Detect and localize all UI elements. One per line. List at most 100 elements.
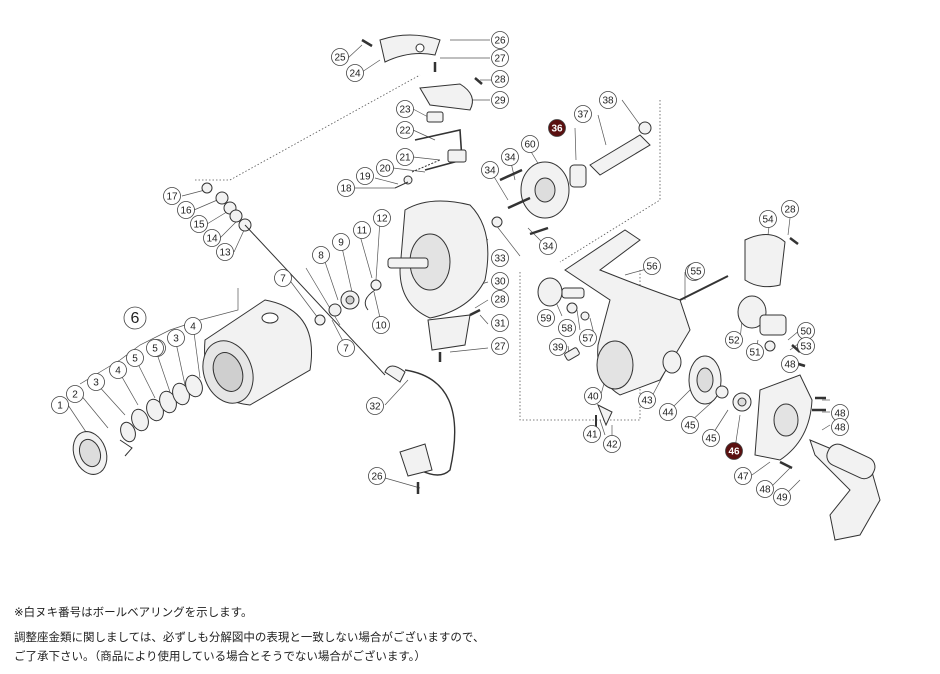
callout-circle bbox=[491, 49, 509, 67]
part-number-label: 38 bbox=[602, 96, 614, 107]
callout-p26: 26 bbox=[491, 31, 509, 49]
part-number-label: 45 bbox=[684, 421, 696, 432]
callout-circle bbox=[146, 339, 164, 357]
callout-p13: 13 bbox=[216, 243, 234, 261]
note-bearing-legend: ※白ヌキ番号はボールベアリングを示します。 bbox=[14, 605, 253, 619]
callout-circle bbox=[537, 309, 555, 327]
callout-p6: 6 bbox=[123, 306, 147, 330]
callout-p28b: 28 bbox=[491, 290, 509, 308]
callout-p17: 17 bbox=[163, 187, 181, 205]
callout-circle bbox=[167, 329, 185, 347]
callout-p30: 30 bbox=[491, 272, 509, 290]
part-number-label: 7 bbox=[343, 344, 349, 355]
callout-p27b: 27 bbox=[491, 337, 509, 355]
callout-circle bbox=[558, 319, 576, 337]
callout-p47: 47 bbox=[734, 467, 752, 485]
callout-p15: 15 bbox=[190, 215, 208, 233]
callout-circle bbox=[501, 148, 519, 166]
part-number-label: 52 bbox=[728, 336, 740, 347]
callout-p44: 44 bbox=[659, 403, 677, 421]
callout-circle bbox=[599, 91, 617, 109]
callout-circle bbox=[481, 161, 499, 179]
part-number-label: 31 bbox=[494, 319, 506, 330]
callout-circle bbox=[773, 488, 791, 506]
part-number-label: 53 bbox=[800, 342, 812, 353]
part-number-label: 8 bbox=[318, 251, 324, 262]
part-number-label: 32 bbox=[369, 402, 381, 413]
footnotes: ※白ヌキ番号はボールベアリングを示します。 調整座金類に関しましては、必ずしも分… bbox=[14, 603, 926, 666]
callout-circle bbox=[491, 290, 509, 308]
callout-circle bbox=[548, 119, 566, 137]
callout-circle bbox=[781, 355, 799, 373]
callout-p52: 52 bbox=[725, 331, 743, 349]
callout-circle bbox=[579, 329, 597, 347]
callout-circle bbox=[216, 243, 234, 261]
part-number-label: 58 bbox=[561, 324, 573, 335]
callout-circle bbox=[549, 338, 567, 356]
part-number-label: 19 bbox=[359, 172, 371, 183]
callout-circle bbox=[109, 361, 127, 379]
callout-circle bbox=[312, 246, 330, 264]
callout-circle bbox=[521, 135, 539, 153]
callout-circle bbox=[603, 435, 621, 453]
part-number-label: 2 bbox=[72, 390, 78, 401]
callout-circle bbox=[831, 418, 849, 436]
callout-p46: 46 bbox=[725, 442, 743, 460]
callout-circle bbox=[725, 331, 743, 349]
part-number-label: 16 bbox=[180, 206, 192, 217]
callout-circle bbox=[734, 467, 752, 485]
part-number-label: 10 bbox=[375, 321, 387, 332]
part-number-label: 54 bbox=[762, 215, 774, 226]
callout-p3: 3 bbox=[87, 373, 105, 391]
callout-circle bbox=[539, 237, 557, 255]
callout-circle bbox=[274, 269, 292, 287]
part-number-label: 4 bbox=[115, 366, 121, 377]
callout-p9: 9 bbox=[332, 233, 350, 251]
callout-circle bbox=[702, 429, 720, 447]
part-number-label: 60 bbox=[524, 140, 536, 151]
part-number-label: 48 bbox=[784, 360, 796, 371]
part-number-label: 30 bbox=[494, 277, 506, 288]
callout-circle bbox=[687, 262, 705, 280]
callout-p24: 24 bbox=[346, 64, 364, 82]
part-number-label: 48 bbox=[834, 409, 846, 420]
callout-circle bbox=[396, 148, 414, 166]
callout-circle bbox=[491, 314, 509, 332]
body-parts bbox=[491, 121, 881, 541]
callout-p38: 38 bbox=[599, 91, 617, 109]
callout-p60: 60 bbox=[521, 135, 539, 153]
part-number-label: 20 bbox=[379, 164, 391, 175]
callout-p42: 42 bbox=[603, 435, 621, 453]
callout-p48: 48 bbox=[781, 355, 799, 373]
callout-circle bbox=[184, 317, 202, 335]
part-number-label: 1 bbox=[57, 401, 63, 412]
callout-circle bbox=[681, 416, 699, 434]
part-number-label: 27 bbox=[494, 342, 506, 353]
callout-p4c: 4 bbox=[184, 317, 202, 335]
callout-circle bbox=[781, 200, 799, 218]
part-number-label: 7 bbox=[280, 274, 286, 285]
callout-p56: 56 bbox=[643, 257, 661, 275]
callout-circle bbox=[746, 343, 764, 361]
callout-circle bbox=[491, 272, 509, 290]
callout-p39: 39 bbox=[549, 338, 567, 356]
callout-p28: 28 bbox=[491, 70, 509, 88]
callout-p21: 21 bbox=[396, 148, 414, 166]
callout-p45b: 45 bbox=[702, 429, 720, 447]
part-number-label: 41 bbox=[586, 430, 598, 441]
callout-p36: 36 bbox=[548, 119, 566, 137]
part-number-label: 44 bbox=[662, 408, 674, 419]
part-number-label: 11 bbox=[357, 226, 368, 237]
callout-p40: 40 bbox=[584, 387, 602, 405]
callout-circle bbox=[725, 442, 743, 460]
callout-p48c: 48 bbox=[831, 418, 849, 436]
callout-p34b: 34 bbox=[481, 161, 499, 179]
part-number-label: 25 bbox=[334, 53, 346, 64]
callout-p3b: 3 bbox=[167, 329, 185, 347]
callout-circle bbox=[356, 167, 374, 185]
part-number-label: 17 bbox=[166, 192, 178, 203]
rotor-parts bbox=[201, 34, 489, 494]
part-number-label: 26 bbox=[494, 36, 506, 47]
callout-circle bbox=[368, 467, 386, 485]
part-number-label: 48 bbox=[834, 423, 846, 434]
